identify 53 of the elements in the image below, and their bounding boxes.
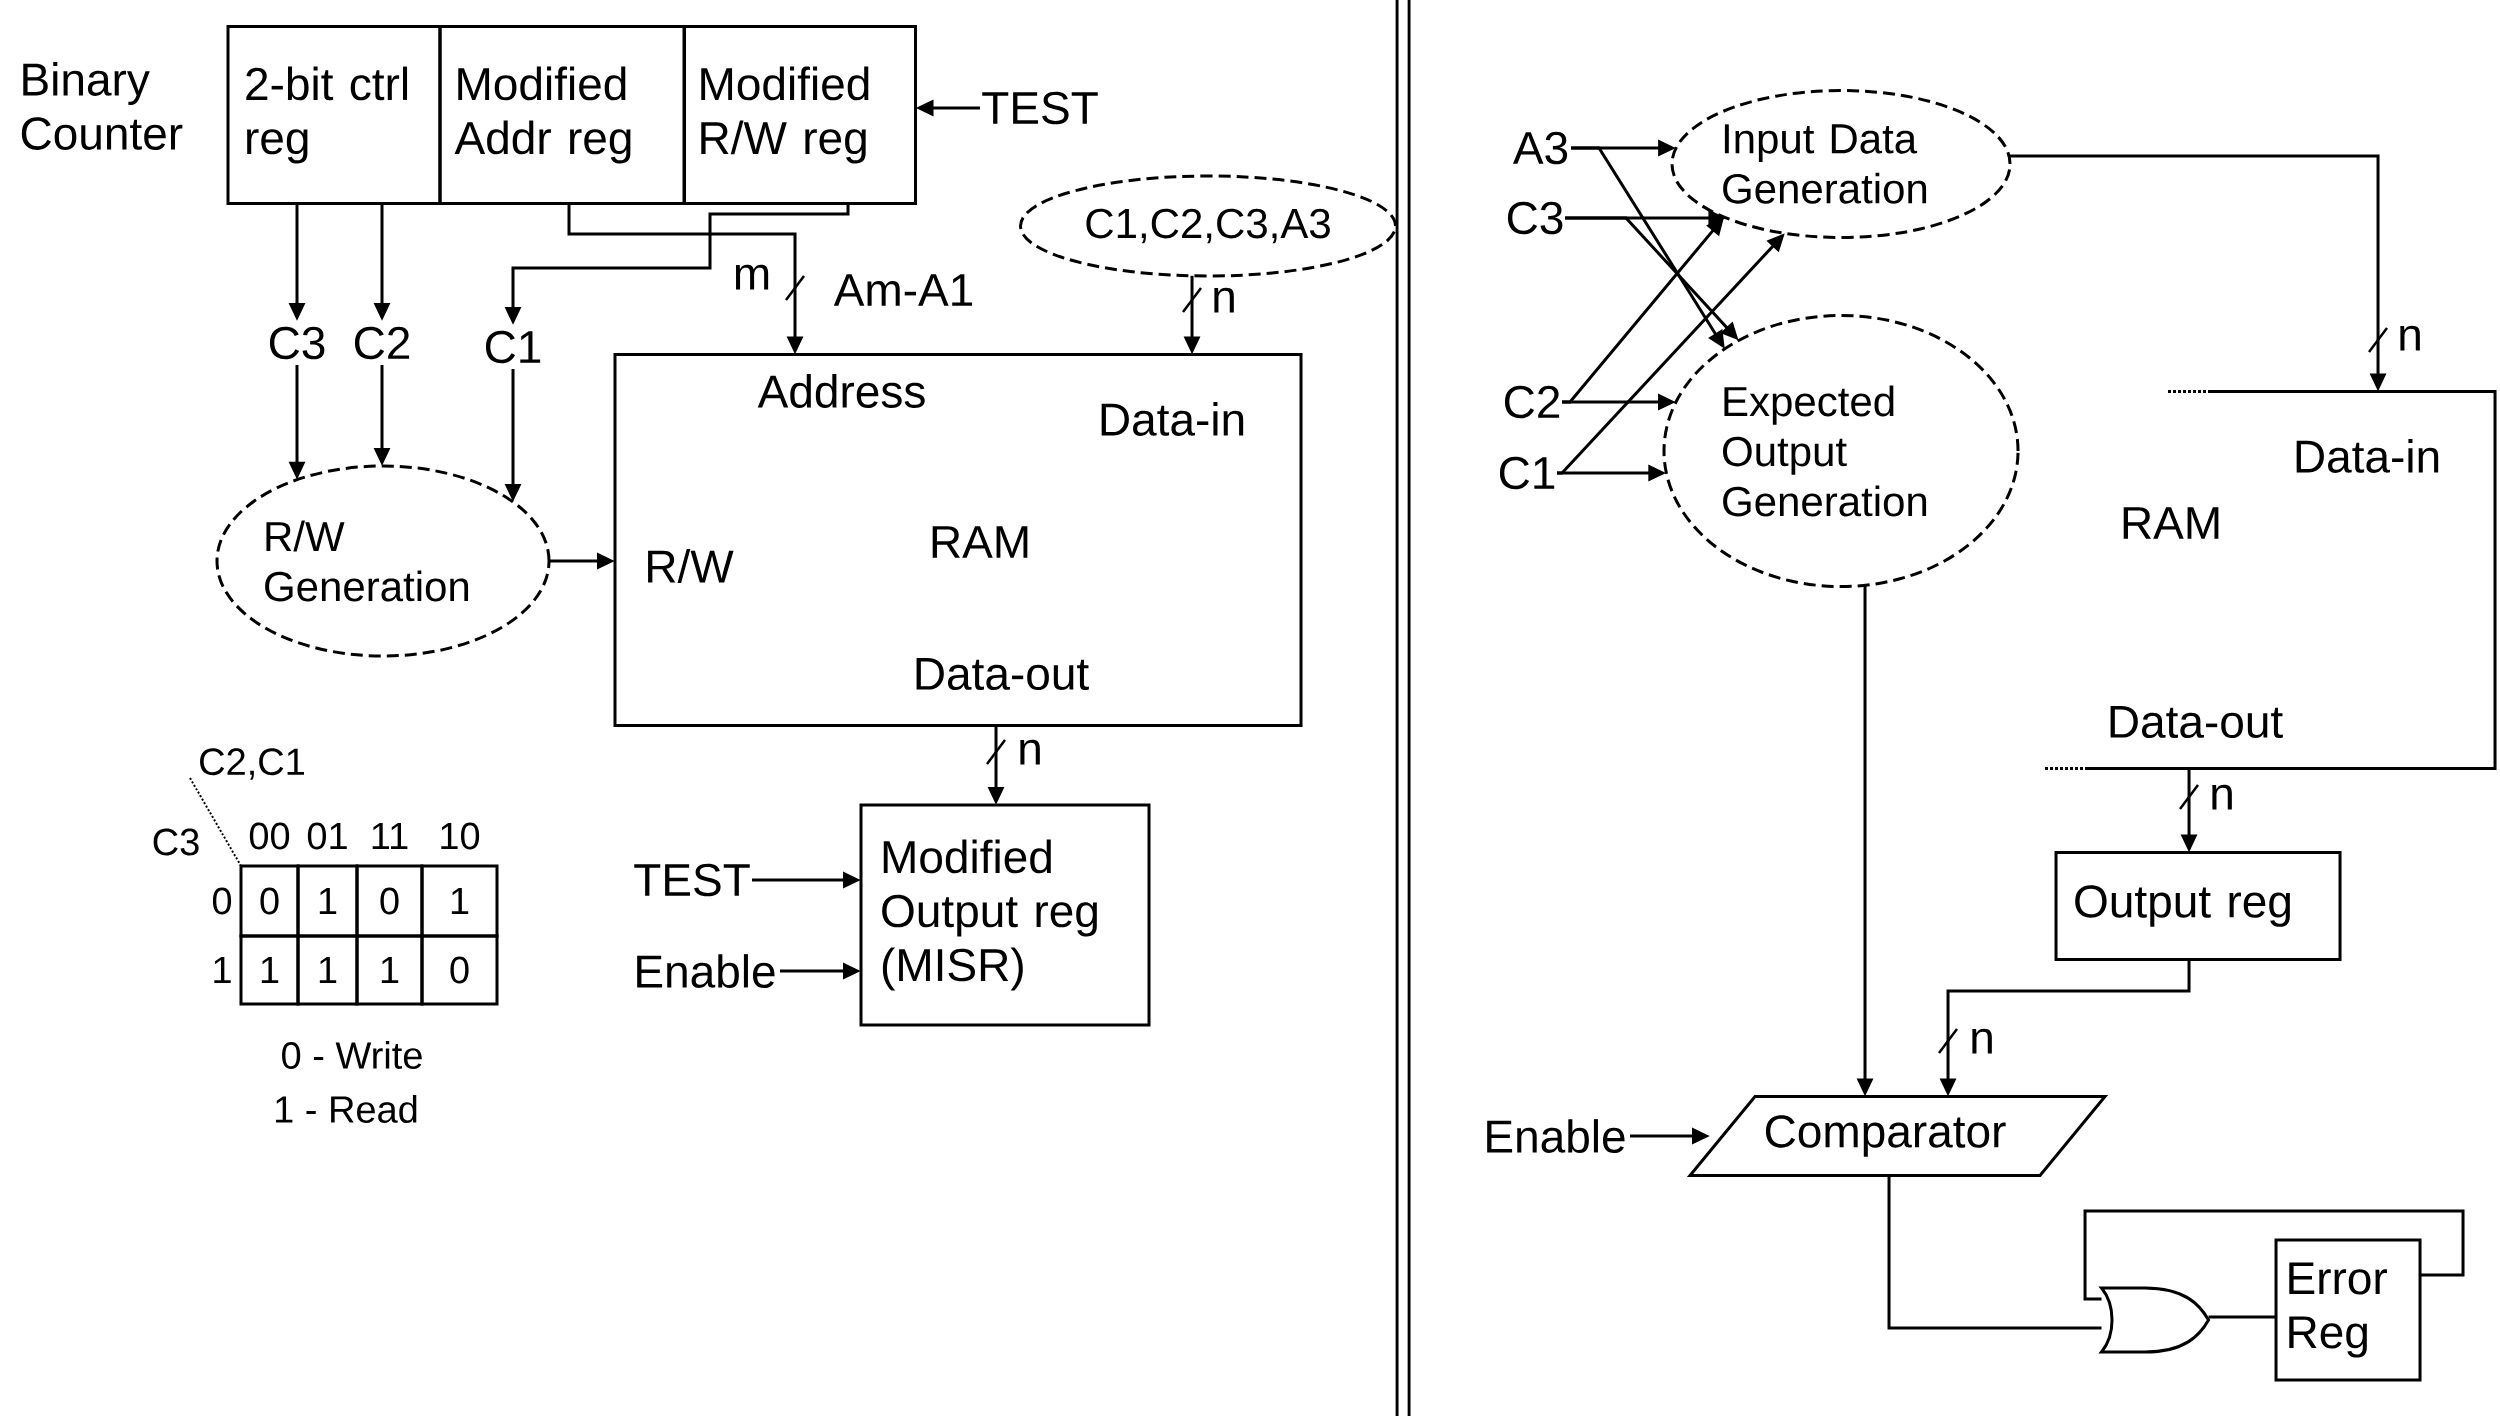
memory-block: Data-in RAM Data-out [2045,390,2497,770]
column-header: 10 [441,822,480,850]
row-header: 0 [212,887,232,915]
column-header: 00 [249,822,290,850]
signal-label: TEST [634,863,750,897]
bus-width-label: n [1016,738,1044,766]
ellipse-block: Expected Output Generation [1662,314,2020,588]
signal-label: C2 [1504,385,1560,419]
map-cell: 1 [239,934,300,1006]
register-box: Output reg [2054,851,2342,961]
bus-width-label: m [731,263,773,291]
map-cell: 0 [355,864,424,938]
bus-width-label: n [2208,783,2236,811]
connector-line [1887,1175,2102,1330]
signal-label: C2 [354,326,410,360]
register-box: Modified Output reg (MISR) [859,803,1151,1027]
register-box: Modified Addr reg [438,25,686,205]
or-gate [2100,1286,2211,1354]
signal-label: C1 [485,330,541,364]
ellipse-block: C1,C2,C3,A3 [1019,174,1397,278]
signal-label: C1 [1499,456,1555,490]
signal-label: A3 [1513,131,1568,165]
memory-block: Address Data-in R/W RAM Data-out [613,353,1303,727]
signal-label: TEST [982,91,1098,125]
connector-line [2083,1209,2465,1301]
register-box: Modified R/W reg [683,25,917,205]
signal-label: C3 [269,326,325,360]
map-cell: 1 [296,864,359,938]
signal-label: C3 [1507,201,1563,235]
map-cell: 0 [420,934,499,1006]
ellipse-block: Input Data Generation [1670,89,2012,239]
bus-width-label: n [2396,324,2424,352]
map-cell: 1 [420,864,499,938]
note-text: 1 - Read [276,1095,417,1123]
register-box: Error Reg [2274,1238,2422,1382]
column-header: 01 [307,822,347,850]
column-header: 11 [372,822,408,850]
connector-line [2208,1315,2277,1319]
map-cell: 1 [296,934,359,1006]
note-text: 0 - Write [282,1041,422,1069]
axis-label: C3 [153,828,199,856]
ellipse-block: R/W Generation [215,464,551,658]
signal-label: Am-A1 [833,274,973,306]
bus-width-label: n [1210,286,1238,314]
signal-label: Enable [1487,1119,1625,1153]
register-box: 2-bit ctrl reg [226,25,442,205]
map-cell: 1 [355,934,424,1006]
axis-label: C2,C1 [200,748,304,780]
signal-label: Enable [637,954,775,988]
map-cell: 0 [239,864,300,938]
bus-width-label: n [1968,1027,1996,1055]
row-header: 1 [214,956,231,984]
side-label: Binary Counter [21,62,183,150]
